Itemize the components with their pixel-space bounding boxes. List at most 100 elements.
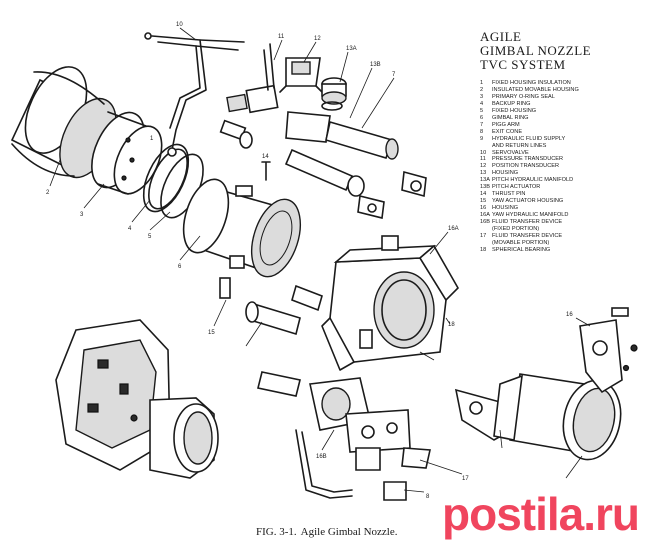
- legend-label: PRESSURE TRANSDUCER: [492, 156, 564, 163]
- callout-16B: 17: [462, 476, 469, 482]
- legend-label: HYDRAULIC FLUID SUPPLY AND RETURN LINES: [492, 135, 566, 149]
- callout-13B: 7: [392, 72, 396, 78]
- legend-label: PITCH HYDRAULIC MANIFOLD: [492, 177, 574, 184]
- legend-key: 15: [480, 198, 487, 205]
- part-exit-cone: [493, 373, 622, 461]
- callout-18: 16A: [448, 226, 459, 232]
- part-hydraulic-lines: [144, 32, 245, 157]
- legend-label: GIMBAL RING: [492, 114, 529, 121]
- callout-1: 2: [46, 190, 50, 196]
- part-position-transducer: [321, 77, 347, 111]
- callout-13A: 13B: [370, 62, 381, 68]
- legend-key: 1: [480, 80, 484, 86]
- legend-key: 12: [480, 163, 487, 170]
- legend-key: 18: [480, 246, 487, 253]
- legend-key: 8: [480, 128, 484, 135]
- legend-label: HOUSING: [492, 205, 519, 212]
- legend-key: 2: [480, 86, 484, 93]
- watermark: postila.ru: [442, 486, 660, 546]
- legend-key: 16: [480, 205, 487, 212]
- callout-17: 8: [426, 494, 430, 500]
- part-fixed-housing-insulation: [10, 66, 117, 179]
- part-fixed-housing: [182, 161, 302, 278]
- legend-label: SPHERICAL BEARING: [492, 246, 551, 253]
- legend-label: SERVOVALVE: [492, 149, 529, 156]
- legend-label: POSITION TRANSDUCER: [492, 163, 560, 170]
- callout-labels: 10 11 12 13A 13B 7 1 2 3 4 5 6 14 15 16 …: [46, 22, 573, 500]
- callout-3: 4: [128, 226, 132, 232]
- legend-key: 5: [480, 107, 484, 114]
- callout-7: 1: [150, 136, 154, 142]
- legend-label: EXIT CONE: [492, 128, 523, 135]
- leader-lines: [49, 27, 591, 493]
- legend-item: 2 INSULATED MOVABLE HOUSING: [480, 87, 640, 94]
- legend-key: 14: [480, 191, 487, 198]
- figure-caption: FIG. 3-1.Agile Gimbal Nozzle.: [256, 526, 397, 538]
- legend-label: BACKUP RING: [492, 100, 531, 107]
- legend-label: PIGG ARM: [492, 121, 520, 128]
- callout-4: 5: [148, 234, 152, 240]
- legend-label: FLUID TRANSFER DEVICE (FIXED PORTION): [492, 219, 563, 233]
- diagram-title: AGILE GIMBAL NOZZLE TVC SYSTEM: [480, 30, 610, 72]
- legend-key: 13B: [480, 184, 490, 191]
- legend-item: 11 PRESSURE TRANSDUCER: [480, 156, 640, 163]
- part-pitch-actuator: [284, 111, 427, 219]
- legend-item: 10 SERVOVALVE: [480, 150, 640, 157]
- caption-text: Agile Gimbal Nozzle.: [300, 526, 398, 538]
- legend-item: 12 POSITION TRANSDUCER: [480, 163, 640, 170]
- callout-2: 3: [80, 212, 84, 218]
- legend-item: 7 PIGG ARM: [480, 122, 640, 129]
- part-fluid-transfer-movable: [295, 429, 407, 501]
- legend-key: 11: [480, 156, 486, 163]
- part-servovalve: [219, 43, 279, 149]
- part-pressure-transducer: [279, 57, 323, 93]
- callout-11: 12: [314, 36, 321, 42]
- legend-item: 15 YAW ACTUATOR HOUSING: [480, 198, 640, 205]
- watermark-text: postila.ru: [442, 488, 640, 540]
- legend-key: 10: [480, 149, 487, 156]
- legend-item: 5 FIXED HOUSING: [480, 108, 640, 115]
- legend-key: 16B: [480, 219, 490, 226]
- legend-label: YAW ACTUATOR HOUSING: [492, 198, 564, 205]
- legend-label: PRIMARY O-RING SEAL: [492, 93, 555, 100]
- part-primary-o-ring-seal: [142, 143, 190, 213]
- callout-16A: 16B: [316, 454, 327, 460]
- legend-item: 8 EXIT CONE: [480, 129, 640, 136]
- caption-figure-number: FIG. 3-1.: [256, 526, 297, 538]
- callout-10: 11: [278, 34, 285, 40]
- legend-label: PITCH ACTUATOR: [492, 184, 541, 191]
- legend-label: FIXED HOUSING: [492, 107, 537, 114]
- legend-item: 18 SPHERICAL BEARING: [480, 247, 640, 254]
- legend-label: FIXED HOUSING INSULATION: [492, 80, 571, 86]
- parts-legend: 1 FIXED HOUSING INSULATION 2 INSULATED MOVA…: [480, 80, 640, 254]
- part-yaw-manifold: [345, 409, 431, 471]
- callout-16: 18: [448, 322, 455, 328]
- legend-label: FLUID TRANSFER DEVICE (MOVABLE PORTION): [492, 232, 563, 246]
- title-line-1: AGILE: [480, 29, 522, 44]
- part-yaw-actuator-housing: [579, 307, 638, 394]
- legend-key: 13: [480, 170, 487, 177]
- title-line-2: GIMBAL NOZZLE: [480, 43, 592, 58]
- callout-14: 15: [208, 330, 215, 336]
- legend-key: 9: [480, 135, 484, 142]
- part-insulated-movable-housing: [91, 111, 163, 195]
- legend-label: HOUSING: [492, 170, 519, 177]
- part-yaw-housing: [321, 235, 459, 371]
- callout-15: 16: [566, 312, 573, 318]
- part-assembled-view: [55, 319, 219, 479]
- callout-5: 6: [178, 264, 182, 270]
- legend-key: 13A: [480, 177, 490, 184]
- callout-12: 13A: [346, 46, 357, 52]
- legend-label: INSULATED MOVABLE HOUSING: [492, 86, 579, 93]
- legend-key: 7: [480, 121, 484, 128]
